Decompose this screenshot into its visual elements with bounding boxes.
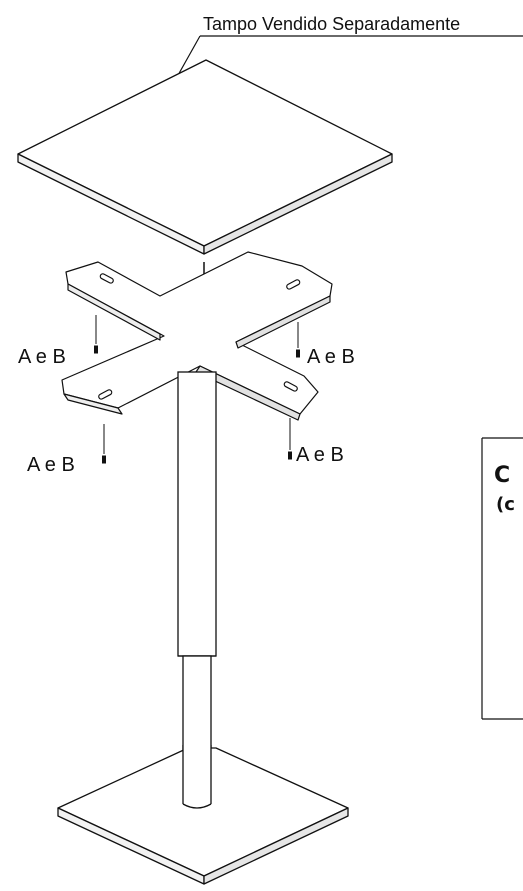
side-box-subheading: (c (496, 494, 515, 515)
side-info-box: C (c (481, 437, 523, 720)
label-a-e-b-top-left: A e B (18, 346, 66, 368)
base-plate (57, 745, 349, 885)
fastener-markers (94, 315, 300, 464)
cross-bracket (61, 251, 333, 421)
callout-text: Tampo Vendido Separadamente (203, 14, 460, 34)
label-a-e-b-bottom-left: A e B (27, 454, 75, 476)
column (177, 371, 217, 809)
side-box-heading: C (494, 463, 510, 488)
label-a-e-b-top-right: A e B (307, 346, 355, 368)
label-a-e-b-bottom-right: A e B (296, 444, 344, 466)
table-top (17, 59, 393, 255)
